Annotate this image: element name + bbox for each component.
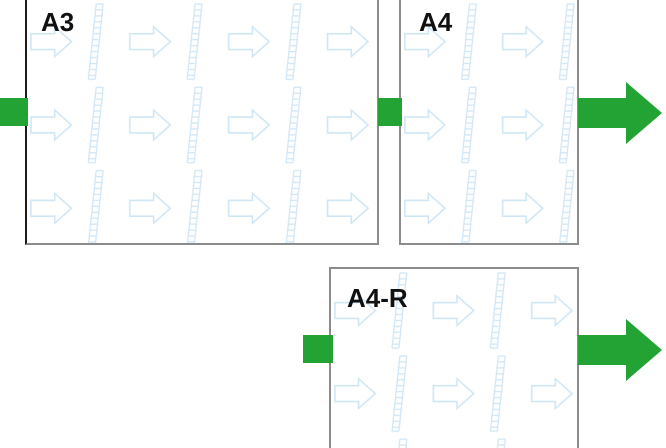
connector-outbound-a4r-arrow-icon[interactable] [578,317,662,383]
block-a4[interactable]: A4 [399,0,579,245]
block-a4r[interactable]: A4-R [329,267,579,448]
block-a3[interactable]: A3 [25,0,379,245]
block-a3-label: A3 [41,7,75,37]
block-a4r-label: A4-R [347,283,408,313]
connector-a3-to-a4[interactable] [378,98,402,126]
watermark-pattern-a3 [27,0,377,243]
connector-inbound-a4r[interactable] [303,335,333,363]
block-a4-label: A4 [419,7,453,37]
connector-inbound-a3[interactable] [0,98,28,126]
connector-outbound-a4-arrow-icon[interactable] [578,80,662,146]
